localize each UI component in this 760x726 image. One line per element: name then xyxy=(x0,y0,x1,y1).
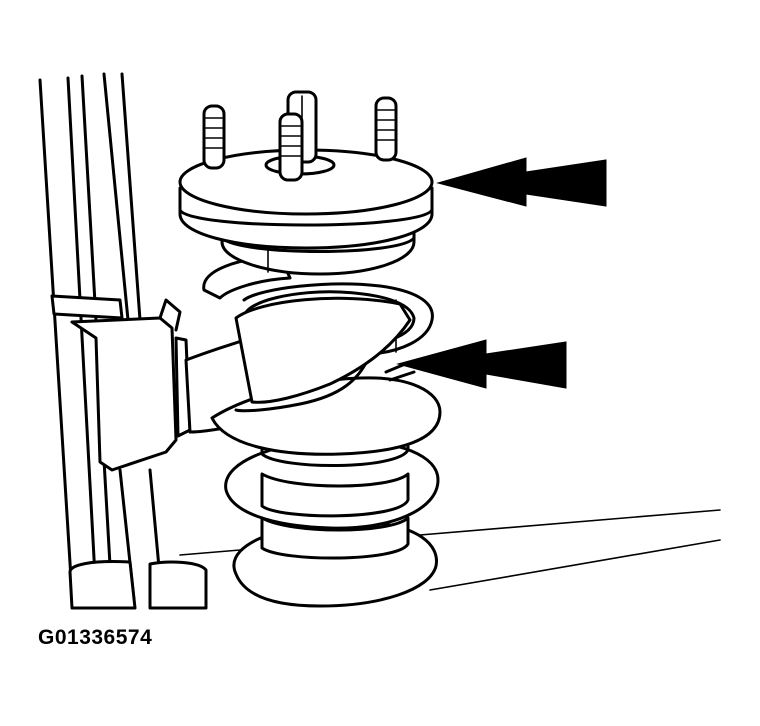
rod-clip xyxy=(50,294,124,320)
figure-id-label: G01336574 xyxy=(38,626,153,649)
base-blocks xyxy=(68,560,208,610)
spring-seat xyxy=(234,282,412,404)
callout-arrow-upper xyxy=(436,157,607,207)
callout-arrow-lower xyxy=(396,339,567,389)
mount-studs xyxy=(202,90,398,182)
